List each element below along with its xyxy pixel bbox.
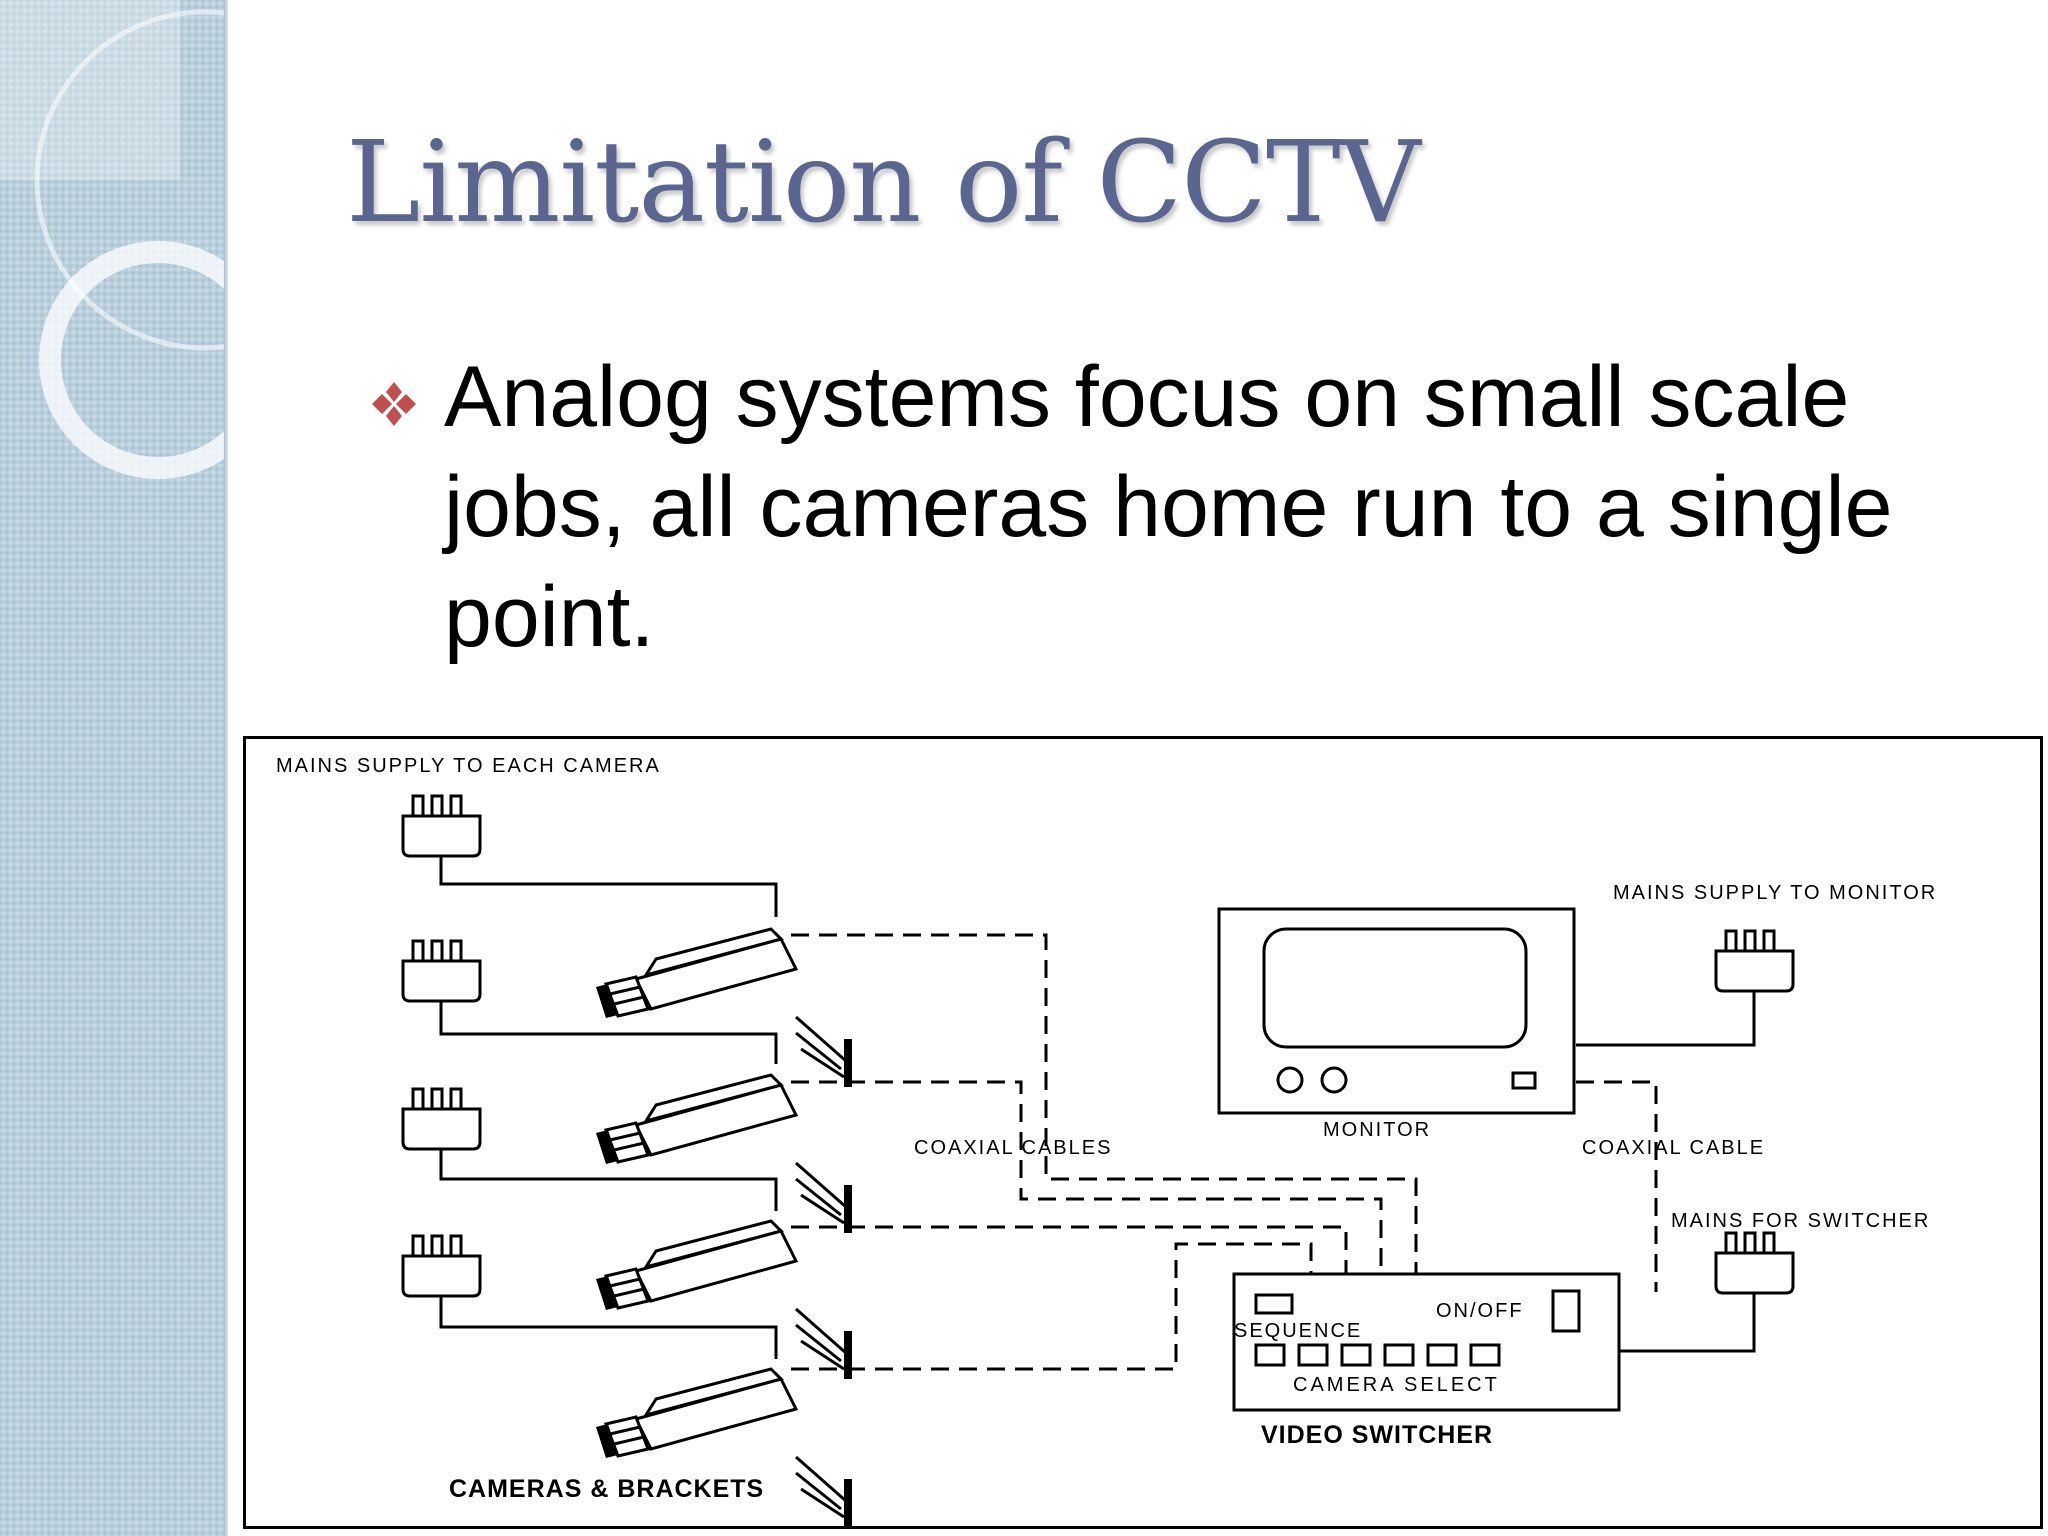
bullet-point: Analog systems focus on small scale jobs… [370, 342, 1990, 672]
label-camera-select: CAMERA SELECT [1293, 1374, 1500, 1396]
cctv-system-diagram: MAINS SUPPLY TO EACH CAMERA MAINS SUPPLY… [243, 736, 2043, 1529]
label-video-switcher: VIDEO SWITCHER [1261, 1421, 1493, 1449]
label-cameras-brackets: CAMERAS & BRACKETS [449, 1475, 764, 1503]
slide-title: Limitation of CCTV [346, 118, 1420, 248]
plug-icon [401, 1087, 482, 1151]
decorative-square [0, 0, 180, 180]
diamond-cluster-icon [372, 382, 416, 426]
bullet-text: Analog systems focus on small scale jobs… [444, 349, 1893, 665]
label-sequence: SEQUENCE [1234, 1320, 1362, 1342]
cctv-camera-icon [594, 1073, 854, 1235]
side-band-edge [224, 0, 228, 1536]
cctv-camera-icon [594, 1219, 854, 1381]
label-coaxial-cables: COAXIAL CABLES [914, 1137, 1112, 1159]
plug-icon [401, 939, 482, 1003]
plug-icon [401, 794, 482, 858]
video-switcher [1232, 1272, 1621, 1412]
cctv-camera-icon [594, 1367, 854, 1529]
diagram-canvas: MAINS SUPPLY TO EACH CAMERA MAINS SUPPLY… [276, 755, 1937, 1529]
cctv-camera-icon [594, 927, 854, 1089]
decorative-side-band [0, 0, 228, 1536]
plug-icon [1714, 1231, 1795, 1295]
label-on-off: ON/OFF [1436, 1300, 1524, 1322]
monitor [1217, 907, 1576, 1115]
plug-icon [1714, 929, 1795, 993]
plug-icon [401, 1234, 482, 1298]
label-mains-monitor: MAINS SUPPLY TO MONITOR [1613, 882, 1937, 904]
label-coaxial-cable: COAXIAL CABLE [1582, 1137, 1765, 1159]
decorative-rings [34, 9, 228, 479]
label-monitor: MONITOR [1323, 1119, 1431, 1141]
label-mains-switcher: MAINS FOR SWITCHER [1671, 1210, 1930, 1232]
label-mains-camera: MAINS SUPPLY TO EACH CAMERA [276, 755, 661, 777]
